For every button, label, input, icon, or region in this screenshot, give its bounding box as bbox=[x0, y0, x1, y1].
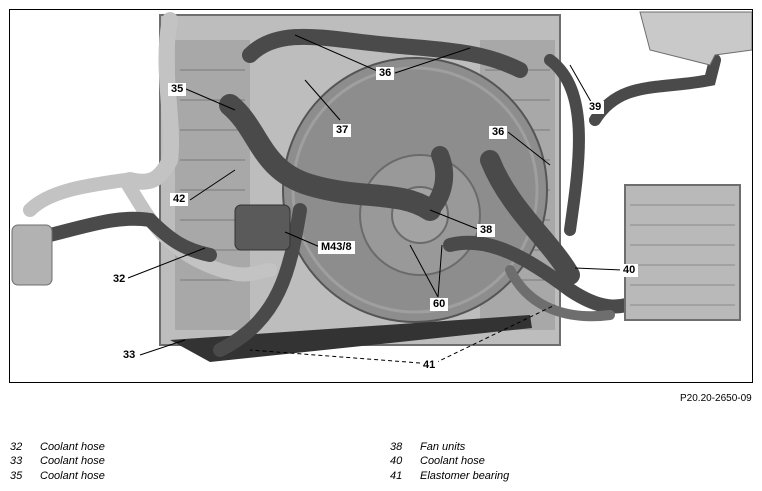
legend-item: 38 Fan units bbox=[390, 440, 690, 454]
callout-35: 35 bbox=[168, 83, 187, 96]
bottom-bearing-bar bbox=[170, 315, 532, 362]
callout-37: 37 bbox=[333, 124, 352, 137]
hose-35 bbox=[219, 94, 441, 221]
legend-item: 32 Coolant hose bbox=[10, 440, 310, 454]
legend-number: 40 bbox=[390, 455, 403, 467]
hose-40 bbox=[443, 235, 647, 314]
callout-33: 33 bbox=[120, 349, 139, 362]
pump-left bbox=[11, 224, 53, 286]
leader-lines bbox=[127, 34, 623, 364]
legend-text: Coolant hose bbox=[40, 470, 105, 482]
hose-top-right bbox=[589, 54, 721, 126]
aux-radiator bbox=[624, 184, 741, 321]
callout-41: 41 bbox=[420, 359, 439, 372]
callout-36-top: 36 bbox=[376, 67, 395, 80]
hose-33 bbox=[213, 203, 307, 357]
legend-text: Fan units bbox=[420, 441, 466, 453]
callout-39: 39 bbox=[586, 101, 605, 114]
legend-text: Coolant hose bbox=[40, 441, 105, 453]
legend-item: 35 Coolant hose bbox=[10, 469, 310, 483]
hose-left-vertical bbox=[122, 12, 180, 190]
legend-item: 40 Coolant hose bbox=[390, 454, 690, 468]
legend-text: Coolant hose bbox=[40, 455, 105, 467]
legend-number: 35 bbox=[10, 470, 23, 482]
cooling-module-illustration bbox=[11, 11, 752, 364]
legend-number: 38 bbox=[390, 441, 403, 453]
legend-number: 33 bbox=[10, 455, 23, 467]
hose-40-lower bbox=[505, 265, 615, 322]
hose-36-right bbox=[480, 150, 580, 285]
hose-left-dark bbox=[43, 211, 217, 262]
callout-40: 40 bbox=[620, 264, 639, 277]
callout-42: 42 bbox=[170, 193, 189, 206]
callout-36-right: 36 bbox=[489, 126, 508, 139]
legend-number: 41 bbox=[390, 470, 403, 482]
legend-number: 32 bbox=[10, 441, 23, 453]
motor-m43-8 bbox=[234, 204, 291, 251]
legend-item: 33 Coolant hose bbox=[10, 454, 310, 468]
callout-m43-8: M43/8 bbox=[318, 241, 355, 254]
legend-text: Coolant hose bbox=[420, 455, 485, 467]
callout-60: 60 bbox=[430, 298, 449, 311]
hose-39 bbox=[544, 54, 585, 236]
legend-text: Elastomer bearing bbox=[420, 470, 510, 482]
reference-code: P20.20-2650-09 bbox=[680, 393, 752, 404]
legend-item: 41 Elastomer bearing bbox=[390, 469, 690, 483]
diagram-frame: 35 37 36 36 39 42 38 M43/8 32 40 60 33 4… bbox=[9, 9, 753, 383]
hose-35-outlet bbox=[421, 146, 454, 219]
callout-38: 38 bbox=[477, 224, 496, 237]
callout-32: 32 bbox=[110, 273, 129, 286]
hose-36-top bbox=[242, 28, 528, 78]
expansion-tank bbox=[639, 11, 752, 66]
